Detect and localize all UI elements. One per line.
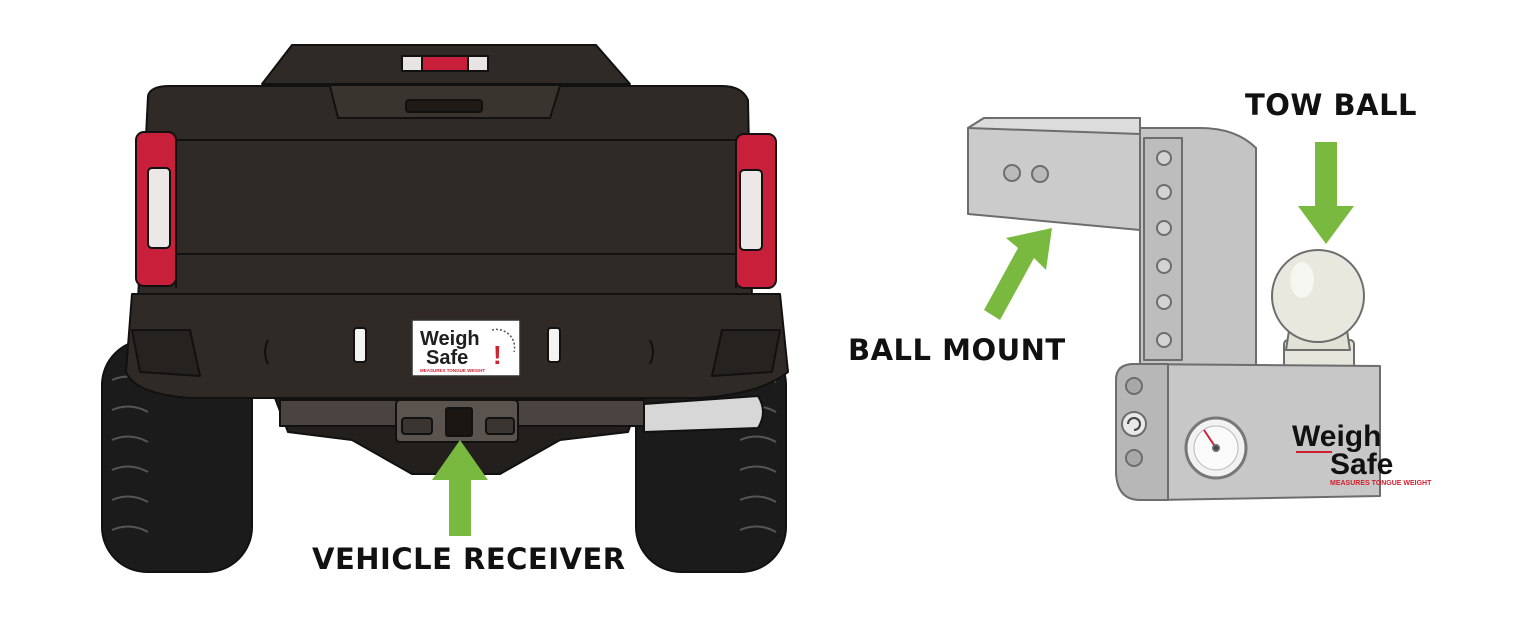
- tow-ball: [1271, 249, 1365, 381]
- arrow-down-icon: [1298, 142, 1354, 244]
- license-plate: Weigh Safe ! MEASURES TONGUE WEIGHT: [411, 319, 521, 377]
- plate-logo-line2: Safe: [426, 347, 468, 369]
- arrow-up-icon: [432, 440, 488, 536]
- plate-logo-mark: !: [493, 340, 502, 370]
- ball-mount-shank: [967, 117, 1141, 231]
- plate-logo-line1: Weigh: [420, 328, 480, 350]
- pressure-gauge-icon: [1184, 416, 1248, 480]
- exhaust-tip: [643, 395, 764, 433]
- arrow-up-right-icon: [984, 228, 1052, 320]
- tow-ball-label: TOW BALL: [1245, 88, 1418, 122]
- hitch-logo-tagline: MEASURES TONGUE WEIGHT: [1330, 480, 1432, 487]
- plate-logo-tagline: MEASURES TONGUE WEIGHT: [420, 368, 485, 373]
- left-taillight: [135, 131, 177, 287]
- hitch-logo-line2: Safe: [1330, 448, 1393, 481]
- hitch-logo-line1: Weigh: [1292, 420, 1381, 453]
- vehicle-receiver: [395, 399, 519, 443]
- ball-mount-label: BALL MOUNT: [848, 333, 1066, 367]
- right-taillight: [735, 133, 777, 289]
- vehicle-receiver-label: VEHICLE RECEIVER: [312, 542, 626, 576]
- weigh-safe-hitch: Weigh Safe MEASURES TONGUE WEIGHT: [967, 117, 1432, 501]
- truck: [101, 44, 789, 573]
